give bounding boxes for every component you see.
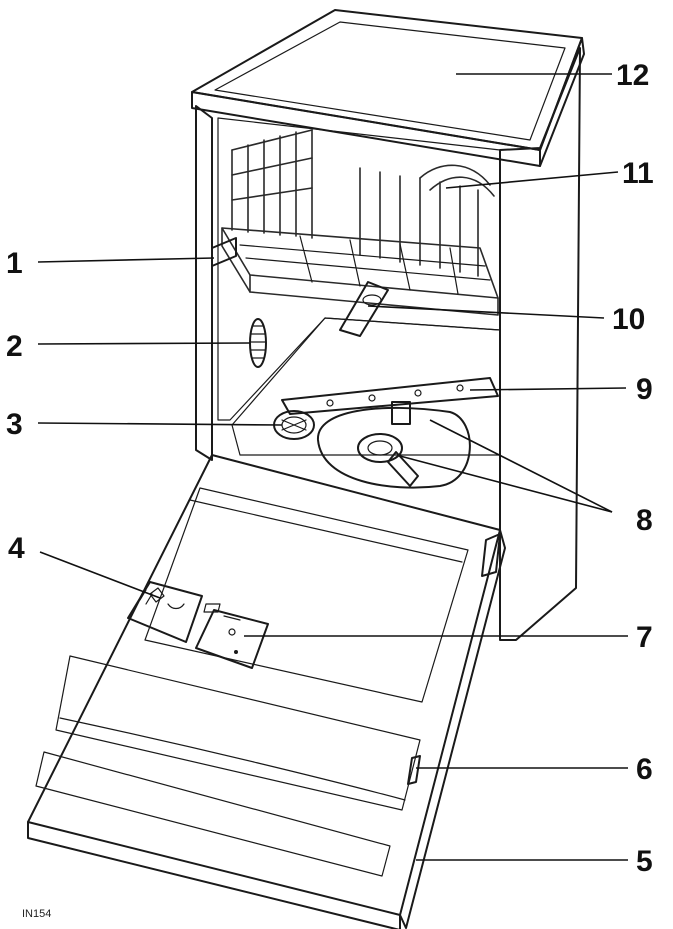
leader-2 bbox=[37, 342, 251, 345]
figure-code: IN154 bbox=[22, 908, 51, 920]
leader-lines bbox=[37, 73, 628, 861]
callout-10: 10 bbox=[612, 303, 645, 336]
lower-spray-arm bbox=[281, 377, 499, 425]
upper-basket bbox=[211, 129, 499, 316]
leader-9 bbox=[469, 387, 627, 391]
upper-spray-arm bbox=[339, 281, 389, 337]
dispensers bbox=[127, 581, 269, 669]
open-door bbox=[27, 454, 506, 929]
callout-1: 1 bbox=[6, 247, 23, 280]
callout-7: 7 bbox=[636, 621, 653, 654]
callout-12: 12 bbox=[616, 59, 649, 92]
callout-2: 2 bbox=[6, 330, 23, 363]
callout-4: 4 bbox=[8, 532, 25, 565]
leader-3 bbox=[37, 422, 283, 426]
callout-8: 8 bbox=[636, 504, 653, 537]
cabinet-body bbox=[195, 47, 581, 641]
side-vent bbox=[249, 318, 267, 368]
leader-11 bbox=[445, 171, 619, 189]
leader-1 bbox=[37, 257, 215, 263]
callout-6: 6 bbox=[636, 753, 653, 786]
callout-9: 9 bbox=[636, 373, 653, 406]
leader-4 bbox=[39, 551, 161, 599]
leader-8b bbox=[399, 455, 613, 513]
callout-numbers: 1 2 3 4 5 6 7 8 9 10 11 12 bbox=[6, 59, 654, 878]
callout-11: 11 bbox=[622, 157, 654, 190]
worktop bbox=[191, 9, 585, 167]
leader-8a bbox=[429, 419, 613, 513]
callout-5: 5 bbox=[636, 845, 653, 878]
leader-10 bbox=[367, 305, 605, 319]
filter-system bbox=[316, 406, 471, 489]
callout-3: 3 bbox=[6, 408, 23, 441]
